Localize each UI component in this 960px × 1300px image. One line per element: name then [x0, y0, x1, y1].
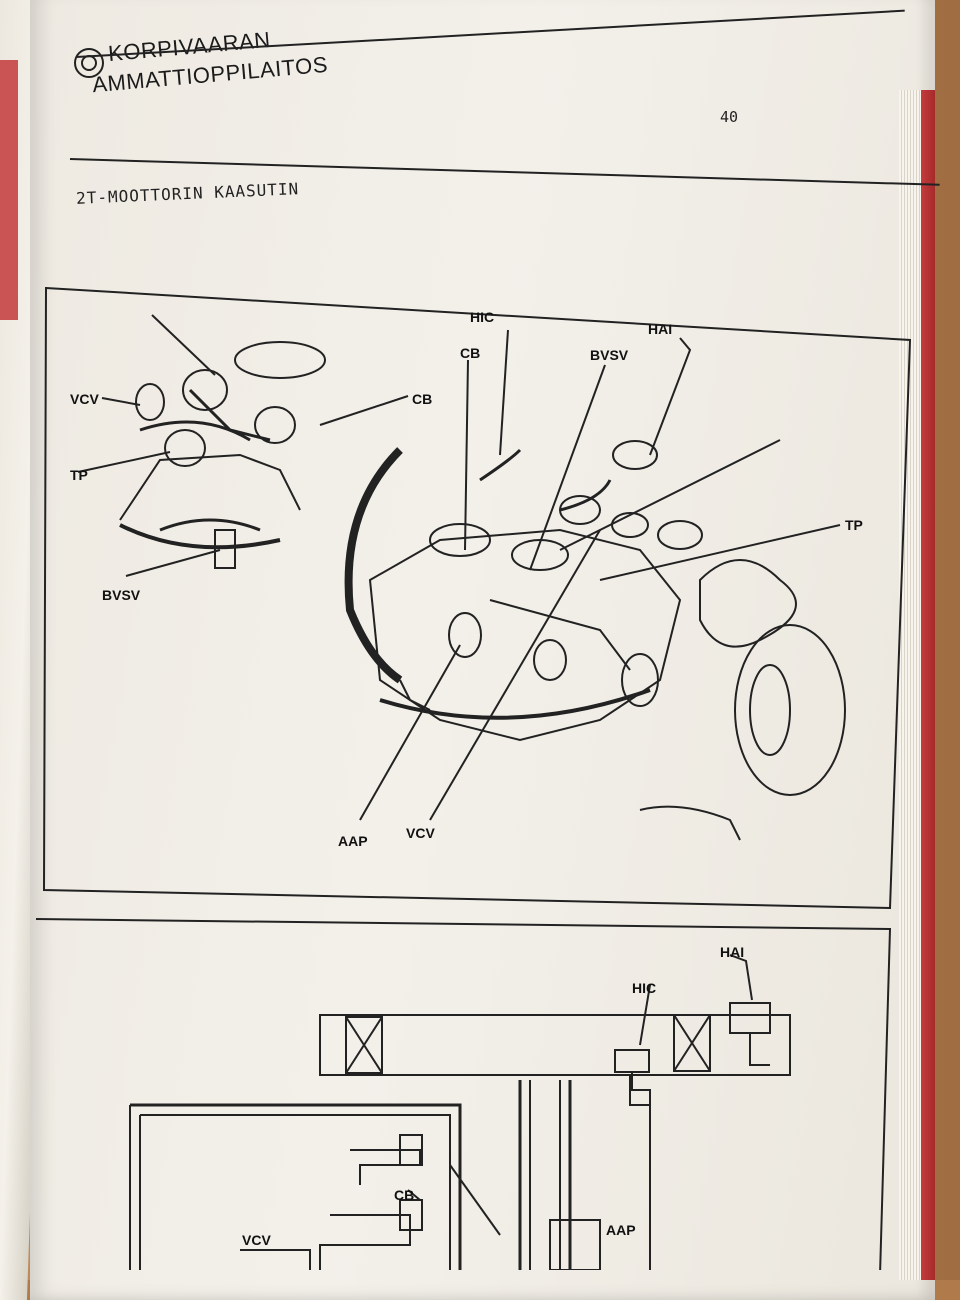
schematic-label-cb: CB: [394, 1187, 414, 1203]
label-bvsv-left: BVSV: [102, 587, 141, 603]
label-cb-left: CB: [412, 391, 432, 407]
engine-diagram-labels: VCV TP BVSV CB HIC CB BVSV HAI TP AAP VC…: [70, 309, 863, 849]
schematic-leader-lines: [407, 954, 753, 1201]
label-aap: AAP: [338, 833, 368, 849]
label-vcv-main: VCV: [406, 825, 435, 841]
schematic-label-hai: HAI: [720, 944, 744, 960]
small-engine-drawing: [119, 341, 326, 569]
page-stack-edge: [899, 90, 925, 1280]
page-header: KORPIVAARAN AMMATTIOPPILAITOS: [74, 18, 329, 128]
label-tp-left: TP: [70, 467, 88, 483]
schematic-drawing: [129, 1002, 791, 1275]
main-engine-drawing: [344, 440, 846, 841]
label-tp-main: TP: [845, 517, 863, 533]
section-title: 2T-MOOTTORIN KAASUTIN: [75, 179, 300, 208]
vacuum-schematic: HAI HIC CB VCV AAP: [35, 918, 892, 1276]
schematic-label-aap: AAP: [606, 1222, 636, 1238]
label-bvsv-main: BVSV: [590, 347, 629, 363]
label-hic: HIC: [470, 309, 494, 325]
schematic-labels: HAI HIC CB VCV AAP: [242, 944, 744, 1248]
page-number: 40: [720, 108, 739, 126]
schematic-label-hic: HIC: [632, 980, 656, 996]
label-hai: HAI: [648, 321, 672, 337]
engine-diagram: VCV TP BVSV CB HIC CB BVSV HAI TP AAP VC…: [42, 286, 912, 910]
figure-border: [42, 286, 912, 910]
book-cover-edge: [921, 90, 935, 1280]
engine-diagram-figure: VCV TP BVSV CB HIC CB BVSV HAI TP AAP VC…: [40, 280, 920, 910]
label-cb-main: CB: [460, 345, 480, 361]
book-page: KORPIVAARAN AMMATTIOPPILAITOS 40 2T-MOOT…: [30, 0, 940, 1300]
left-page-edge: [0, 60, 18, 320]
label-vcv-left: VCV: [70, 391, 99, 407]
title-rule: [69, 158, 940, 186]
schematic-label-vcv: VCV: [242, 1232, 271, 1248]
figure-border: [35, 918, 892, 1276]
leader-lines: [77, 314, 841, 821]
vacuum-schematic-figure: HAI HIC CB VCV AAP: [30, 915, 910, 1276]
